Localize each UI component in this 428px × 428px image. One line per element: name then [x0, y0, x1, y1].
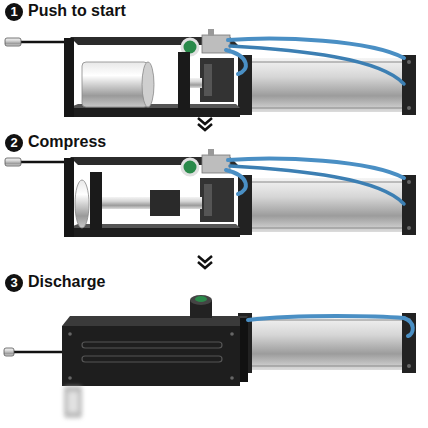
step-number: 2 — [5, 134, 23, 152]
step-title: Compress — [28, 132, 106, 152]
step-title: Push to start — [28, 1, 126, 21]
step-discharge — [4, 295, 416, 418]
step-title: Discharge — [28, 272, 105, 292]
step-push-to-start — [5, 29, 416, 117]
step-number: 1 — [5, 3, 23, 21]
step-number: 3 — [5, 274, 23, 292]
step-compress — [5, 149, 416, 237]
